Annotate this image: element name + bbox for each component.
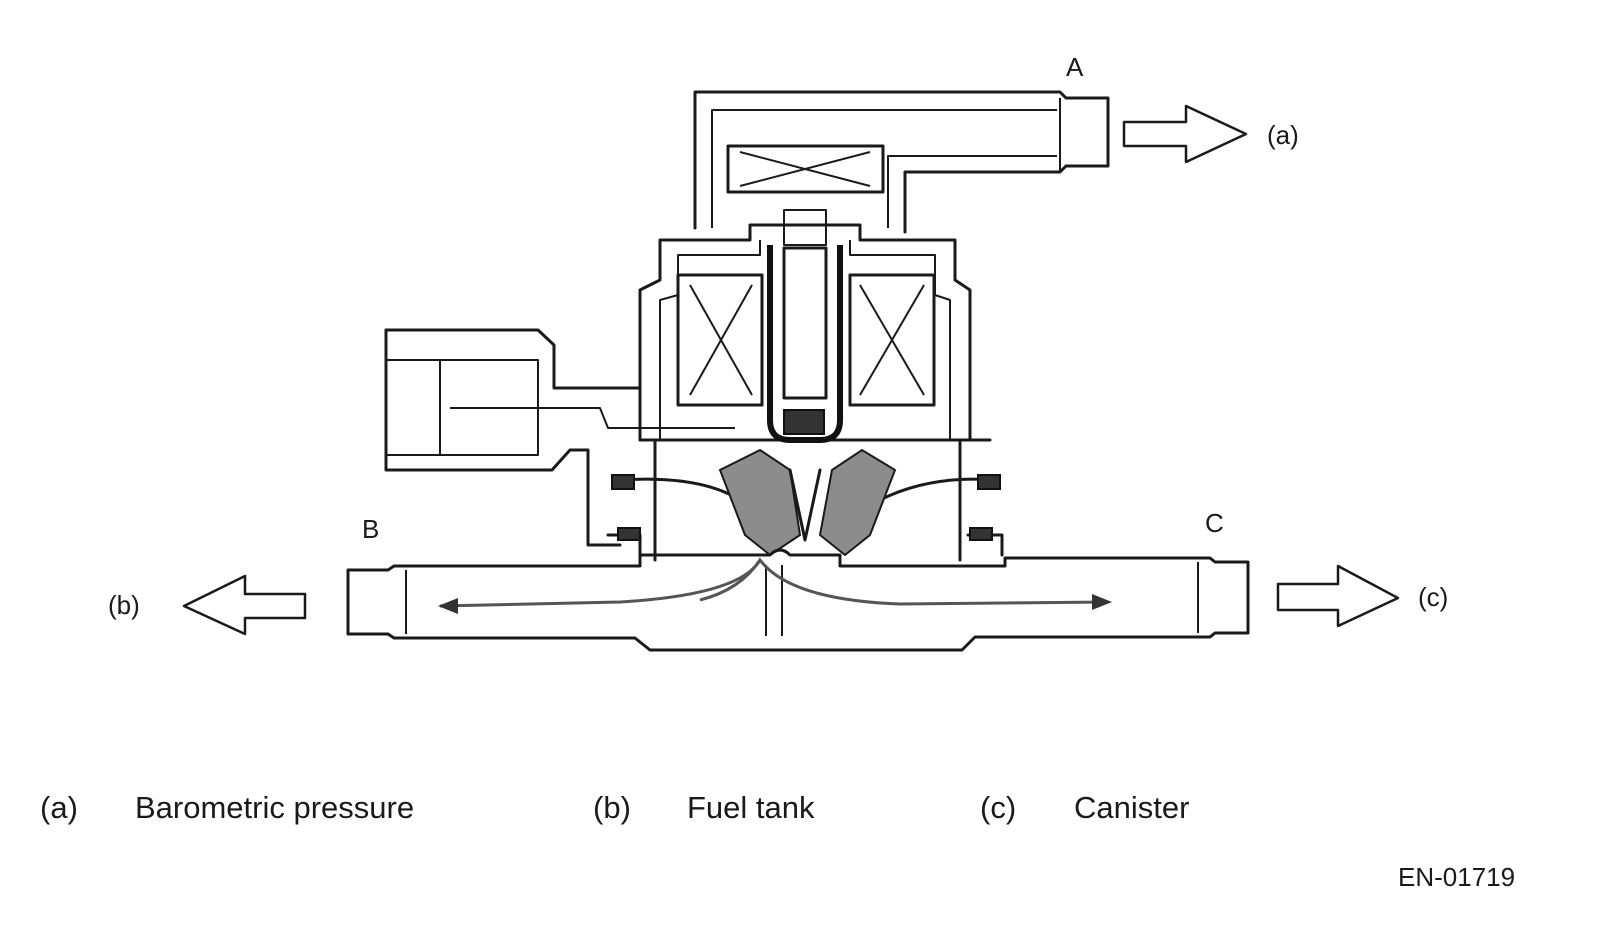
port-label-b: B [362, 514, 379, 544]
bottom-pipe [346, 548, 1250, 652]
legend-key-c: (c) [980, 790, 1017, 825]
main-coil-right [848, 273, 936, 407]
arrow-to-c [1276, 564, 1400, 628]
diaphragm [606, 438, 1004, 562]
port-label-c: C [1205, 508, 1224, 538]
small-coil [726, 144, 885, 194]
arrow-to-b [182, 574, 307, 636]
port-label-a: A [1066, 52, 1084, 82]
figure-code: EN-01719 [1398, 862, 1516, 892]
arrow-to-a [1122, 104, 1248, 164]
legend-text-b: Fuel tank [687, 790, 815, 825]
plunger [767, 209, 843, 443]
electrical-connector [384, 328, 735, 547]
legend-text-a: Barometric pressure [135, 790, 415, 825]
legend-key-a: (a) [40, 790, 78, 825]
legend-key-b: (b) [593, 790, 631, 825]
solenoid-housing [638, 223, 992, 442]
arrow-label-b: (b) [108, 590, 140, 620]
arrow-label-a: (a) [1267, 120, 1299, 150]
port-a-pipe [693, 90, 1110, 234]
main-coil-left [676, 273, 764, 407]
arrow-label-c: (c) [1418, 582, 1448, 612]
legend-text-c: Canister [1074, 790, 1190, 825]
